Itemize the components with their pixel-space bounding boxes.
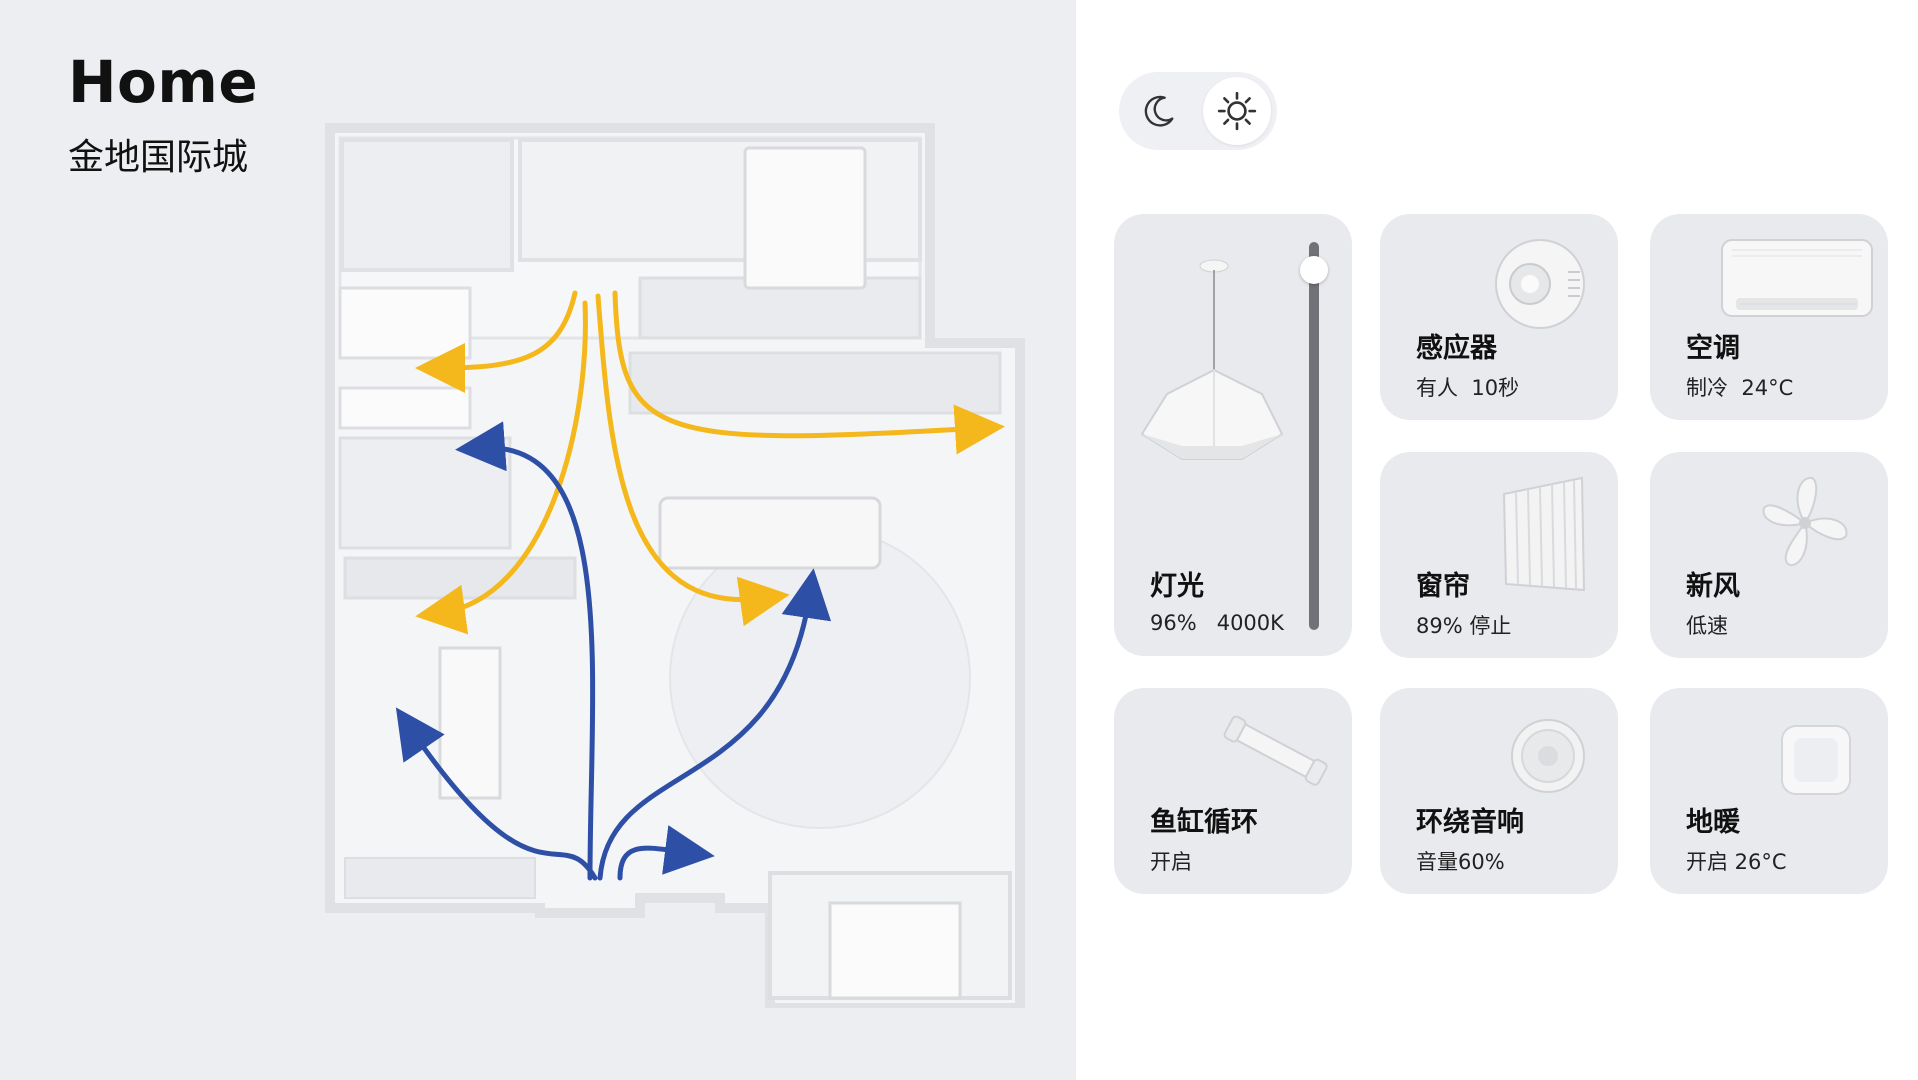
- light-card[interactable]: 灯光 96% 4000K: [1114, 214, 1352, 656]
- brightness-slider-handle[interactable]: [1300, 256, 1328, 285]
- floor-heat-card[interactable]: 地暖 开启 26°C: [1650, 688, 1888, 894]
- thermostat-panel-icon: [1781, 725, 1851, 795]
- cool-airflow-paths: [395, 421, 832, 881]
- floorplan-panel: Home 金地国际城: [0, 0, 1076, 1080]
- light-card-title: 灯光: [1150, 571, 1204, 602]
- sensor-card-title: 感应器: [1416, 333, 1497, 364]
- mode-toggle: [1119, 72, 1277, 150]
- warm-airflow-paths: [415, 290, 1005, 635]
- fish-tank-card-status: 开启: [1150, 850, 1192, 874]
- page-title: Home: [68, 48, 259, 116]
- fresh-air-card-status: 低速: [1686, 614, 1728, 638]
- air-conditioner-icon: [1721, 239, 1873, 317]
- floorplan-map: [325, 123, 1025, 1008]
- speaker-icon: [1511, 719, 1585, 793]
- curtain-card-status: 89% 停止: [1416, 614, 1512, 638]
- fan-icon: [1762, 476, 1848, 567]
- light-card-status: 96% 4000K: [1150, 611, 1284, 635]
- curtain-card[interactable]: 窗帘 89% 停止: [1380, 452, 1618, 658]
- night-mode-button[interactable]: [1125, 77, 1193, 145]
- fresh-air-card-title: 新风: [1686, 571, 1740, 602]
- ac-card-status: 制冷 24°C: [1686, 376, 1794, 400]
- fresh-air-card[interactable]: 新风 低速: [1650, 452, 1888, 658]
- sensor-card-status: 有人 10秒: [1416, 376, 1520, 400]
- speaker-card[interactable]: 环绕音响 音量60%: [1380, 688, 1618, 894]
- pendant-lamp-icon: [1140, 259, 1284, 460]
- fish-tank-card-title: 鱼缸循环: [1150, 807, 1258, 838]
- page-subtitle: 金地国际城: [68, 137, 249, 178]
- moon-icon: [1144, 95, 1174, 127]
- floor-heat-card-status: 开启 26°C: [1686, 850, 1787, 874]
- curtain-card-title: 窗帘: [1416, 571, 1470, 602]
- floor-heat-card-title: 地暖: [1686, 807, 1740, 838]
- motion-sensor-icon: [1495, 239, 1585, 329]
- ac-card-title: 空调: [1686, 333, 1740, 364]
- pipe-icon: [1223, 715, 1328, 786]
- fish-tank-card[interactable]: 鱼缸循环 开启: [1114, 688, 1352, 894]
- floorplan-walls: [325, 123, 1025, 1008]
- sensor-card[interactable]: 感应器 有人 10秒: [1380, 214, 1618, 420]
- day-mode-button[interactable]: [1203, 77, 1271, 145]
- speaker-card-title: 环绕音响: [1416, 807, 1524, 838]
- speaker-card-status: 音量60%: [1416, 850, 1505, 874]
- ac-card[interactable]: 空调 制冷 24°C: [1650, 214, 1888, 420]
- curtain-icon: [1502, 476, 1586, 592]
- brightness-slider[interactable]: [1309, 242, 1319, 630]
- sun-icon: [1217, 91, 1257, 131]
